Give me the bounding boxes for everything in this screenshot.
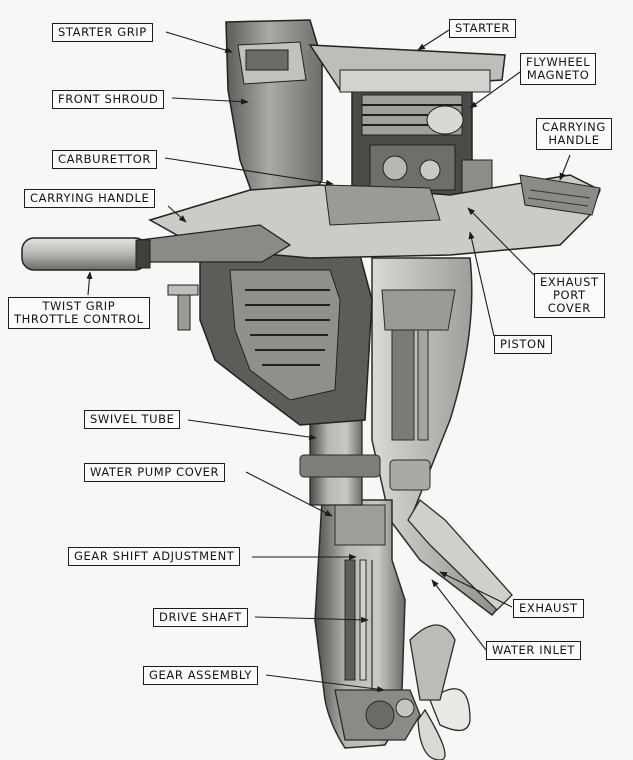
label-exhaust: EXHAUST	[513, 599, 584, 618]
label-carburettor: CARBURETTOR	[52, 150, 157, 169]
leader-flywheel-magneto	[469, 71, 521, 109]
leader-twist-grip	[86, 271, 93, 296]
label-carrying-handle-left: CARRYING HANDLE	[24, 189, 156, 208]
leader-drive-shaft	[254, 616, 369, 623]
leader-exhaust-port-cover	[467, 207, 535, 276]
leader-carburettor	[164, 157, 334, 186]
label-starter: STARTER	[449, 19, 516, 38]
transom-bracket	[371, 257, 507, 617]
leader-lines	[86, 29, 571, 693]
leader-starter-grip	[165, 31, 233, 53]
label-front-shroud: FRONT SHROUD	[52, 90, 165, 109]
label-starter-grip: STARTER GRIP	[52, 23, 153, 42]
label-water-pump-cover: WATER PUMP COVER	[84, 463, 226, 482]
leader-water-pump-cover	[245, 471, 333, 517]
label-drive-shaft: DRIVE SHAFT	[153, 608, 248, 627]
label-gear-assembly: GEAR ASSEMBLY	[143, 666, 258, 685]
label-piston: PISTON	[494, 335, 552, 354]
leader-gear-assembly	[265, 674, 385, 693]
exhaust-plate	[407, 499, 513, 611]
tiller	[21, 224, 292, 271]
lower-leg	[314, 499, 421, 749]
flywheel	[339, 69, 491, 93]
engine-block	[167, 254, 373, 426]
leader-swivel-tube	[187, 419, 317, 441]
leader-carrying-handle-right	[559, 154, 571, 181]
label-swivel-tube: SWIVEL TUBE	[84, 410, 181, 429]
propeller	[409, 624, 471, 760]
leader-piston	[468, 231, 495, 337]
leader-water-inlet	[431, 579, 487, 651]
leader-exhaust	[439, 571, 513, 608]
label-gear-shift-adjustment: GEAR SHIFT ADJUSTMENT	[68, 547, 241, 566]
label-water-inlet: WATER INLET	[486, 641, 581, 660]
leader-starter	[417, 29, 450, 51]
front-shroud	[225, 19, 323, 216]
leader-front-shroud	[171, 97, 249, 105]
leader-carrying-handle-left	[167, 205, 187, 223]
